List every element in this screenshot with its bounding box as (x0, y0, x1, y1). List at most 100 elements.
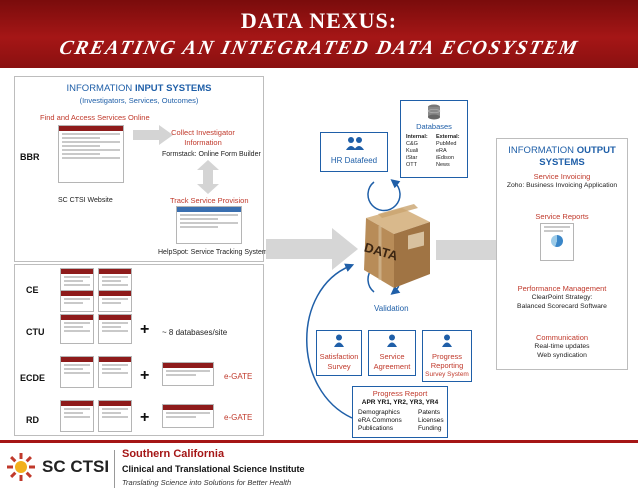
internal-list: Internal: C&G Kuali iStar OTT (406, 134, 428, 169)
logo-text: SC CTSI (42, 457, 110, 476)
footer-tagline: Translating Science into Solutions for B… (122, 478, 292, 487)
progress-line1: Progress (431, 352, 462, 361)
rd-screenshot-2 (98, 400, 132, 432)
external-title: External: (436, 134, 460, 140)
people-icon (346, 137, 364, 150)
person-icon (334, 334, 344, 347)
plus-icon: + (140, 409, 150, 426)
progress-report-box (352, 386, 448, 438)
person-icon (442, 334, 452, 347)
comm-desc-2: Web syndication (537, 352, 587, 359)
invoicing-desc: Zoho: Business Invoicing Application (506, 182, 618, 189)
org-line1: Southern California (122, 448, 225, 460)
report-item: Licenses (418, 417, 444, 424)
validation-label: Validation (374, 304, 409, 313)
core-systems-panel (14, 264, 264, 436)
database-icon (427, 104, 441, 120)
hr-datafeed-box (320, 132, 388, 172)
input-panel-title: INFORMATION INPUT SYSTEMS (14, 83, 264, 94)
ce-screenshot-3 (60, 290, 94, 312)
find-access-label: Find and Access Services Online (40, 113, 150, 122)
footer (0, 440, 638, 493)
reports-thumbnail (540, 223, 574, 261)
org-line2: Clinical and Translational Science Insti… (122, 464, 305, 474)
page-title: DATA NEXUS: (240, 8, 398, 33)
helpspot-screenshot (176, 206, 242, 244)
footer-divider-vertical (114, 450, 115, 488)
service-line1: Service (379, 352, 405, 361)
collect-info-label: Collect Investigator Information (170, 128, 236, 148)
input-title-emph: INPUT SYSTEMS (134, 83, 212, 94)
arrow-right-icon (133, 125, 173, 145)
page-subtitle: CREATING AN INTEGRATED DATA ECOSYSTEM (57, 37, 581, 59)
ctu-screenshot-1 (60, 314, 94, 344)
report-left-list: Demographics eRA Commons Publications (358, 409, 402, 433)
plus-icon: + (140, 321, 150, 338)
collect-line2: Information (184, 138, 222, 147)
row-label-ce: CE (26, 285, 39, 295)
internal-item: C&G (406, 141, 418, 147)
website-screenshot (58, 125, 124, 183)
progress-report-years: APR YR1, YR2, YR3, YR4 (361, 399, 439, 406)
plus-icon: + (140, 367, 150, 384)
report-item: Demographics (358, 409, 400, 416)
satisfaction-line1: Satisfaction (319, 352, 359, 361)
satisfaction-survey-label: Satisfaction Survey (316, 352, 362, 372)
progress-line2: Reporting (430, 361, 464, 370)
progress-report-title: Progress Report (372, 389, 428, 398)
perf-title: Performance Management (517, 284, 607, 293)
website-caption: SC CTSI Website (58, 197, 113, 204)
sc-ctsi-logo-icon (7, 453, 35, 481)
external-item: eRA (436, 148, 447, 154)
ctu-note: ~ 8 databases/site (162, 328, 228, 337)
report-item: Funding (418, 425, 442, 432)
internal-item: Kuali (406, 148, 419, 154)
double-arrow-vertical-icon (197, 160, 219, 194)
output-panel-title: INFORMATION OUTPUT SYSTEMS (496, 145, 628, 169)
service-line2: Agreement (373, 362, 411, 371)
perf-desc-2: Balanced Scorecard Software (517, 303, 607, 310)
egate-screenshot-2 (162, 404, 214, 428)
comm-desc-1: Real-time updates (534, 343, 590, 350)
external-item: iEdison (436, 155, 455, 161)
rd-note: e-GATE (224, 413, 253, 422)
report-right-list: Patents Licenses Funding (418, 409, 444, 433)
internal-item: OTT (406, 162, 417, 168)
progress-line3: Survey System (425, 371, 469, 378)
bbr-label: BBR (20, 152, 40, 162)
input-to-data-arrow-icon (266, 228, 358, 270)
perf-desc-1: ClearPoint Strategy: (531, 294, 593, 301)
output-title-emph: OUTPUT (576, 145, 616, 156)
data-box-icon (364, 204, 430, 288)
ce-screenshot-4 (98, 290, 132, 312)
ecde-screenshot-1 (60, 356, 94, 388)
report-item: eRA Commons (358, 417, 402, 424)
progress-reporting-label: Progress Reporting Survey System (422, 352, 472, 379)
ecde-screenshot-2 (98, 356, 132, 388)
egate-screenshot-1 (162, 362, 214, 386)
databases-title: Databases (416, 122, 452, 131)
internal-item: iStar (406, 155, 418, 161)
external-item: PubMed (436, 141, 457, 147)
footer-divider (0, 440, 638, 443)
hr-datafeed-label: HR Datafeed (330, 156, 378, 165)
report-item: Publications (358, 425, 394, 432)
collect-line1: Collect Investigator (171, 128, 235, 137)
ctu-screenshot-2 (98, 314, 132, 344)
title-banner (0, 0, 638, 68)
formstack-caption: Formstack: Online Form Builder (162, 151, 261, 158)
row-label-ecde: ECDE (20, 373, 46, 383)
service-agreement-label: Service Agreement (368, 352, 416, 372)
input-panel-subtitle: (Investigators, Services, Outcomes) (79, 96, 199, 105)
row-label-rd: RD (26, 415, 39, 425)
internal-title: Internal: (406, 134, 428, 140)
person-icon (387, 334, 397, 347)
reports-title: Service Reports (535, 212, 589, 221)
rd-screenshot-1 (60, 400, 94, 432)
output-title-line2: SYSTEMS (539, 157, 585, 168)
comm-title: Communication (535, 333, 589, 342)
report-item: Patents (418, 409, 441, 416)
invoicing-title: Service Invoicing (533, 172, 591, 181)
row-label-ctu: CTU (26, 327, 45, 337)
helpspot-caption: HelpSpot: Service Tracking System (158, 249, 268, 256)
